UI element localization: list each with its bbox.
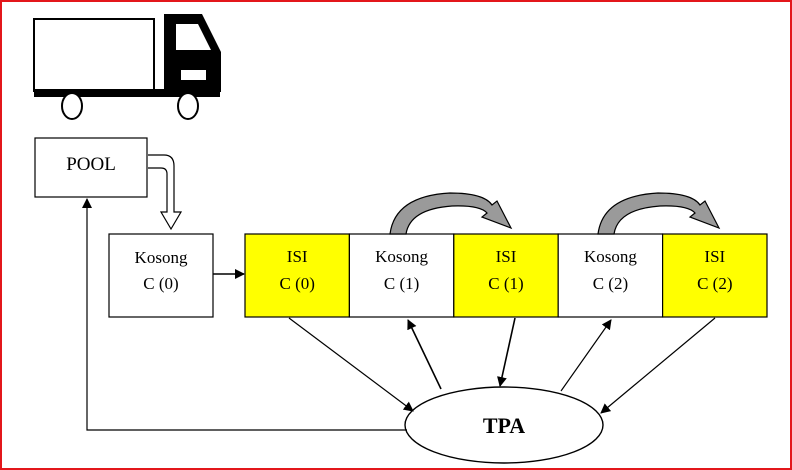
filled-cell-2: ISI C (1) <box>453 233 559 318</box>
cell-0-line1: ISI <box>287 247 308 266</box>
empty-cell-3: Kosong C (2) <box>557 233 664 318</box>
cell-3-line2: C (2) <box>593 274 628 293</box>
arrow-tpa-to-pool <box>82 198 407 431</box>
filled-cell-0: ISI C (0) <box>244 233 351 318</box>
tpa-label: TPA <box>483 413 525 438</box>
tpa-node: TPA <box>404 386 604 464</box>
filled-cell-4: ISI C (2) <box>661 233 768 318</box>
curved-arrow-1 <box>389 192 513 235</box>
arrow-isi-c2-to-tpa <box>600 317 716 414</box>
cell-1-line2: C (1) <box>384 274 419 293</box>
cell-3-line1: Kosong <box>584 247 637 266</box>
curved-arrow-2 <box>597 192 721 235</box>
cell-2-line1: ISI <box>496 247 517 266</box>
truck-icon <box>33 14 221 120</box>
cell-1-line1: Kosong <box>375 247 428 266</box>
cell-4-line2: C (2) <box>697 274 732 293</box>
pool-label: POOL <box>66 154 116 175</box>
arrow-tpa-to-kosong-c1 <box>407 319 442 390</box>
pool-to-start-arrow <box>148 154 183 231</box>
arrow-isi-c1-to-tpa <box>497 317 516 387</box>
empty-cell-1: Kosong C (1) <box>348 233 455 318</box>
cell-2-line2: C (1) <box>488 274 523 293</box>
start-empty-box: Kosong C (0) <box>108 233 214 318</box>
cell-4-line1: ISI <box>704 247 725 266</box>
arrow-tpa-to-kosong-c2 <box>560 319 612 392</box>
start-box-line2: C (0) <box>143 274 178 293</box>
arrow-isi-c0-to-tpa <box>288 317 414 412</box>
pool-box: POOL <box>34 137 148 198</box>
cell-0-line2: C (0) <box>279 274 314 293</box>
start-box-line1: Kosong <box>135 248 188 267</box>
